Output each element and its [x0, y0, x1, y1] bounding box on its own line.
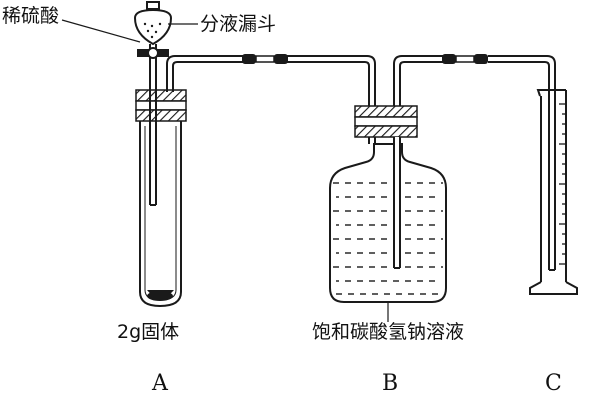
label-sodium-bicarbonate-solution: 饱和碳酸氢钠溶液: [312, 321, 464, 343]
label-dilute-sulfuric-acid: 稀硫酸: [2, 5, 59, 27]
delivery-tube-b-to-c: [393, 55, 556, 271]
solid-sample: [147, 290, 174, 301]
test-tube-a: [139, 120, 182, 308]
cylinder-graduations: [559, 103, 566, 265]
rubber-connector-bc: [442, 54, 488, 64]
label-solid-sample: 2g固体: [117, 321, 179, 343]
stopper-a: [135, 89, 187, 122]
stopper-b: [354, 105, 418, 138]
separatory-funnel: [133, 1, 173, 59]
leader-line-acid: [61, 19, 141, 43]
sodium-bicarbonate-liquid: [333, 182, 443, 295]
label-separatory-funnel: 分液漏斗: [200, 13, 276, 35]
rubber-connector-ab: [242, 54, 288, 64]
label-apparatus-b: B: [382, 371, 398, 396]
delivery-tube-a-to-b: [166, 55, 376, 106]
graduated-cylinder-c: [529, 89, 578, 295]
funnel-stem: [149, 44, 157, 206]
label-apparatus-a: A: [151, 371, 169, 396]
label-apparatus-c: C: [545, 371, 562, 396]
inlet-tube-b: [368, 137, 401, 269]
bottle-b: [329, 143, 447, 303]
